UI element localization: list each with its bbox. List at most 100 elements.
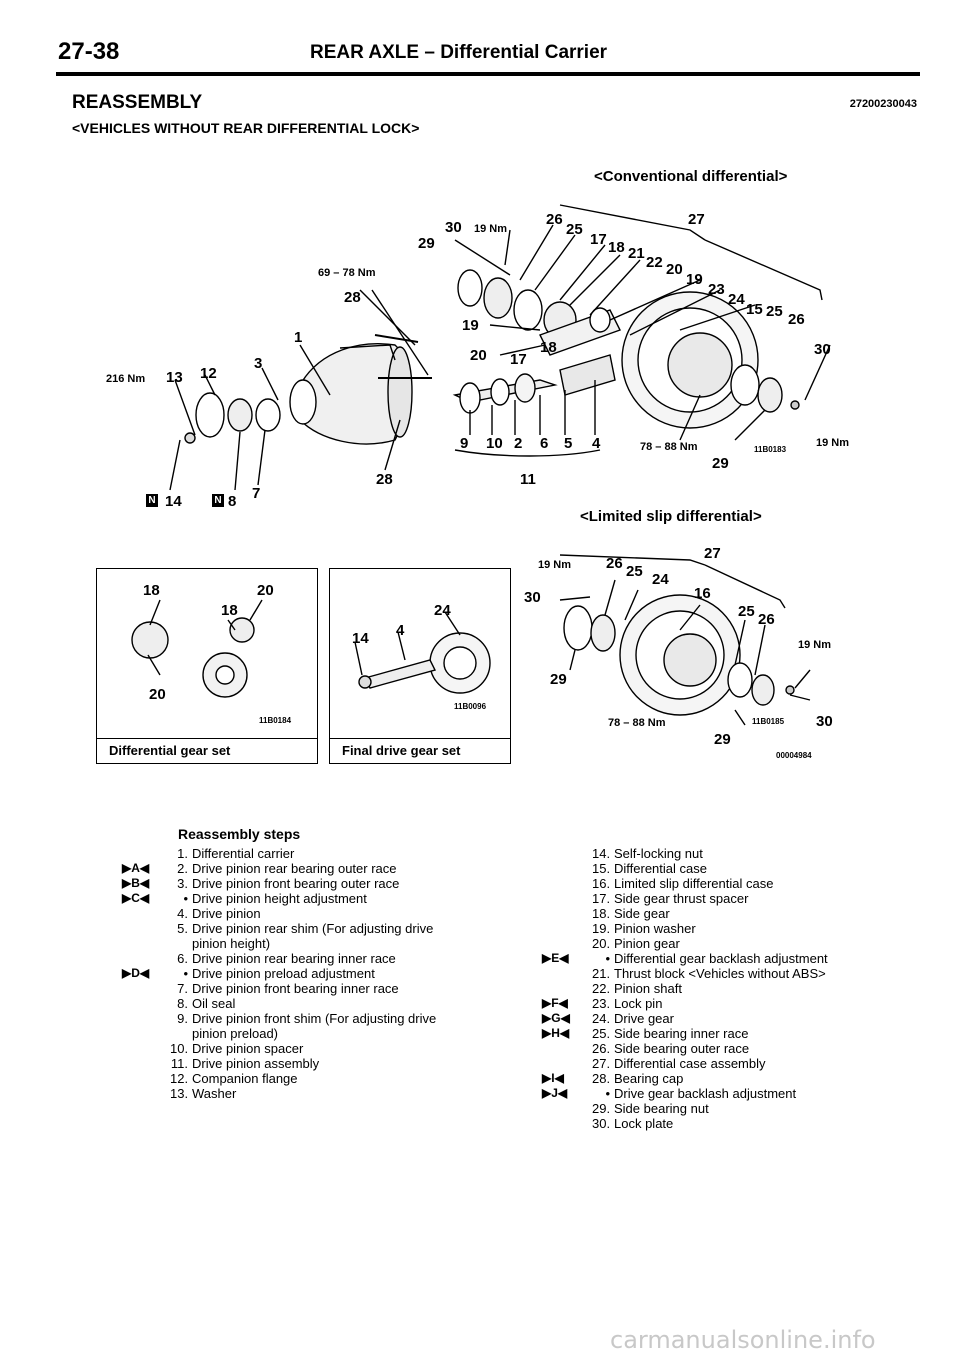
callout-label: 25 — [738, 603, 755, 620]
final-drive-gear-set-inset: 24 14 4 11B0096 Final drive gear set — [329, 568, 511, 764]
step-item: 21.Thrust block <Vehicles without ABS> — [592, 966, 902, 981]
step-item: 4.Drive pinion — [170, 906, 470, 921]
callout-label: 18 — [221, 602, 238, 619]
torque-label: 19 Nm — [816, 437, 850, 449]
callout-label: 28 — [376, 471, 393, 488]
step-text: Self-locking nut — [614, 846, 703, 861]
step-item: ▶E◀•Differential gear backlash adjustmen… — [542, 951, 902, 966]
step-text: Drive pinion rear shim (For adjusting dr… — [192, 921, 434, 951]
callout-label: 14 — [352, 630, 369, 647]
step-text: Differential carrier — [192, 846, 295, 861]
callout-label: 18 — [143, 582, 160, 599]
step-item: 15.Differential case — [592, 861, 902, 876]
inset-caption: Differential gear set — [97, 738, 317, 763]
callout-label: 16 — [694, 585, 711, 602]
callout-label: 4 — [396, 622, 405, 639]
callout-label: 4 — [592, 435, 601, 452]
step-text: Oil seal — [192, 996, 236, 1011]
step-text: Drive pinion rear bearing inner race — [192, 951, 396, 966]
step-number: 11. — [170, 1056, 188, 1071]
torque-label: 216 Nm — [106, 373, 146, 385]
step-text: Drive pinion front bearing outer race — [192, 876, 400, 891]
callout-label: 25 — [626, 563, 643, 580]
step-number: 18. — [592, 906, 611, 921]
service-point-mark: ▶C◀ — [122, 891, 150, 905]
step-text: Bearing cap — [614, 1071, 684, 1086]
step-item: 9.Drive pinion front shim (For adjusting… — [170, 1011, 470, 1041]
inset-caption: Final drive gear set — [330, 738, 510, 763]
step-number: • — [605, 1086, 610, 1101]
callout-label: 29 — [550, 671, 567, 688]
figure-code: 11B0185 — [752, 717, 785, 726]
step-item: 13.Washer — [170, 1086, 470, 1101]
step-number: 15. — [592, 861, 611, 876]
step-text: Thrust block <Vehicles without ABS> — [614, 966, 826, 981]
step-number: 9. — [177, 1011, 188, 1026]
callout-label: 20 — [470, 347, 487, 364]
service-point-mark: ▶J◀ — [542, 1086, 568, 1100]
callout-label: 26 — [758, 611, 775, 628]
step-text: Companion flange — [192, 1071, 298, 1086]
step-item: 20.Pinion gear — [592, 936, 902, 951]
step-item: ▶G◀24.Drive gear — [542, 1011, 902, 1026]
step-text: Drive pinion height adjustment — [192, 891, 367, 906]
step-item: 27.Differential case assembly — [592, 1056, 902, 1071]
step-item: 10.Drive pinion spacer — [170, 1041, 470, 1056]
step-number: 20. — [592, 936, 611, 951]
callout-label: 26 — [788, 311, 805, 328]
exploded-diagram — [131, 204, 831, 726]
step-number: 17. — [592, 891, 611, 906]
step-text: Drive gear backlash adjustment — [614, 1086, 797, 1101]
step-item: ▶B◀3.Drive pinion front bearing outer ra… — [122, 876, 470, 891]
torque-label: 78 – 88 Nm — [608, 717, 666, 729]
callout-label: 6 — [540, 435, 549, 452]
step-text: Drive pinion rear bearing outer race — [192, 861, 397, 876]
callout-label: 30 — [524, 589, 541, 606]
callout-label: 10 — [486, 435, 503, 452]
callout-label: 25 — [566, 221, 583, 238]
diff-gear-set-inset: 18 20 18 20 11B0184 Differential gear se… — [96, 568, 318, 764]
callout-label: 24 — [728, 291, 745, 308]
step-number: 12. — [170, 1071, 189, 1086]
step-number: 21. — [592, 966, 611, 981]
torque-label: 69 – 78 Nm — [318, 267, 376, 279]
step-number: • — [605, 951, 610, 966]
callout-label: 3 — [254, 355, 263, 372]
callout-label: 12 — [200, 365, 217, 382]
step-text: Drive pinion — [192, 906, 261, 921]
step-number: • — [183, 891, 188, 906]
step-text: Drive pinion front bearing inner race — [192, 981, 399, 996]
steps-left-column: 1.Differential carrier▶A◀2.Drive pinion … — [122, 846, 470, 1101]
step-item: ▶A◀2.Drive pinion rear bearing outer rac… — [122, 861, 470, 876]
step-number: 19. — [592, 921, 611, 936]
callout-label: 27 — [688, 211, 705, 228]
callout-label: 7 — [252, 485, 261, 502]
torque-label: 78 – 88 Nm — [640, 441, 698, 453]
step-item: 11. Drive pinion assembly — [170, 1056, 470, 1071]
service-point-mark: ▶I◀ — [542, 1071, 564, 1085]
lsd-caption: <Limited slip differential> — [580, 508, 762, 525]
step-text: Drive pinion assembly — [192, 1056, 320, 1071]
step-item: ▶F◀23.Lock pin — [542, 996, 902, 1011]
callout-label: 24 — [652, 571, 669, 588]
service-point-mark: ▶B◀ — [122, 876, 150, 890]
step-number: 22. — [592, 981, 611, 996]
callout-label: 18 — [608, 239, 625, 256]
step-text: Drive gear — [614, 1011, 674, 1026]
step-item: 30.Lock plate — [592, 1116, 902, 1131]
step-number: • — [183, 966, 188, 981]
callout-label: 29 — [714, 731, 731, 748]
step-item: ▶J◀ • Drive gear backlash adjustment — [542, 1086, 902, 1101]
callout-label: 22 — [646, 254, 663, 271]
steps-title: Reassembly steps — [178, 826, 301, 842]
step-text: Pinion gear — [614, 936, 680, 951]
service-point-mark: ▶H◀ — [542, 1026, 570, 1040]
step-number: 30. — [592, 1116, 611, 1131]
step-text: Differential case — [614, 861, 707, 876]
step-item: 22.Pinion shaft — [592, 981, 902, 996]
step-number: 27. — [592, 1056, 611, 1071]
callout-label: 9 — [460, 435, 469, 452]
step-item: 16.Limited slip differential case — [592, 876, 902, 891]
callout-label: 24 — [434, 602, 451, 619]
step-text: Limited slip differential case — [614, 876, 774, 891]
